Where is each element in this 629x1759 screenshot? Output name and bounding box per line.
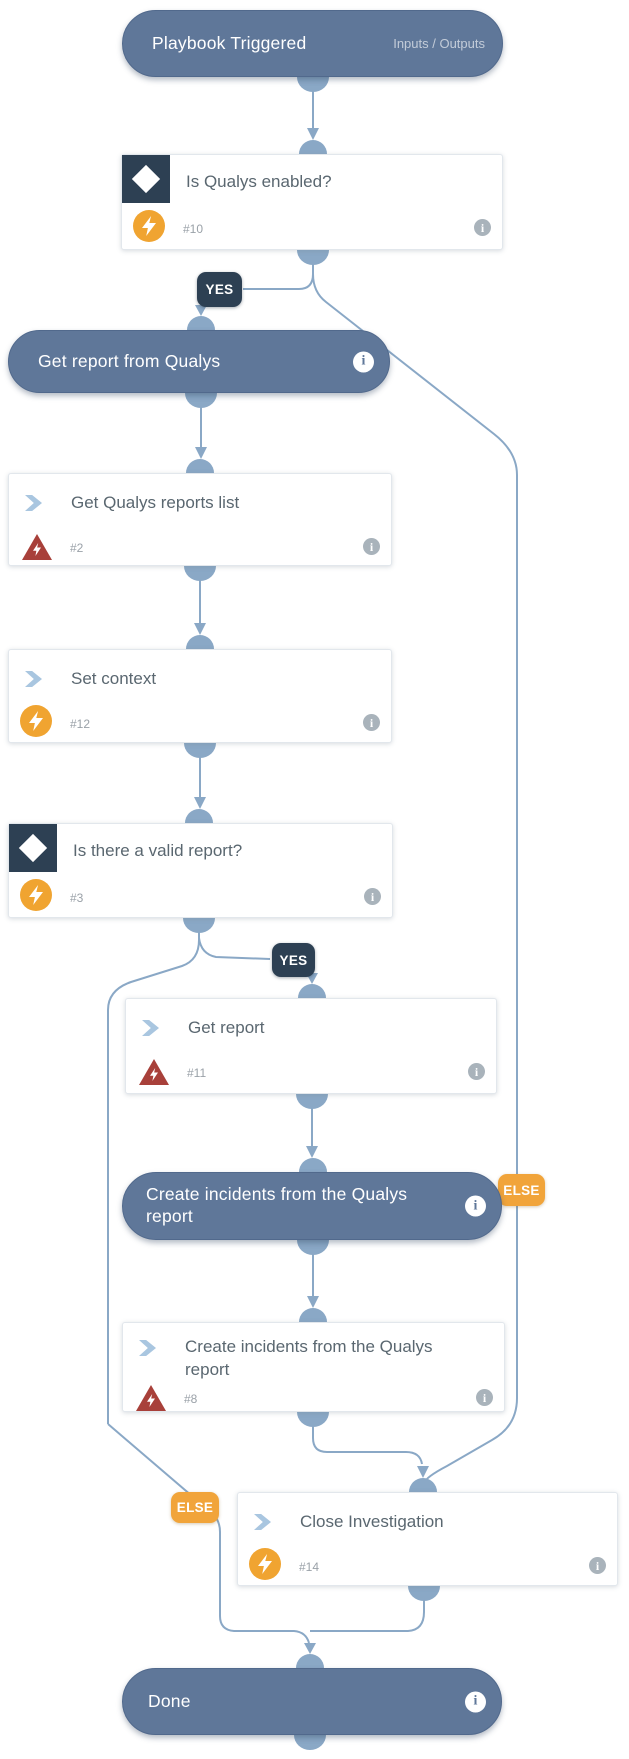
node-title: Set context (71, 669, 157, 688)
diamond-icon (122, 155, 170, 203)
task-id: #3 (70, 891, 84, 905)
chevron-right-icon (254, 1514, 271, 1530)
node-title: Create incidents from the Qualys report (185, 1337, 433, 1380)
node-title: Done (148, 1690, 191, 1711)
info-icon[interactable]: i (589, 1557, 606, 1574)
info-icon[interactable]: i (353, 351, 374, 372)
edge-label-else-no-valid-report: ELSE (171, 1492, 219, 1523)
info-icon[interactable]: i (476, 1389, 493, 1406)
node-done[interactable]: Done i (122, 1668, 502, 1735)
node-get-qualys-reports-list[interactable]: Get Qualys reports list #2 i (8, 473, 392, 566)
chevron-right-icon (139, 1340, 156, 1356)
node-create-incidents-playbook[interactable]: Create incidents from the Qualys report … (122, 1172, 502, 1240)
node-get-report-from-qualys[interactable]: Get report from Qualys i (8, 330, 390, 393)
info-icon[interactable]: i (363, 714, 380, 731)
node-title: Is Qualys enabled? (186, 172, 332, 191)
task-id: #12 (70, 717, 91, 731)
task-id: #8 (184, 1392, 198, 1406)
task-id: #14 (299, 1560, 320, 1574)
node-set-context[interactable]: Set context #12 i (8, 649, 392, 743)
node-title: Get report from Qualys (38, 350, 221, 371)
node-title: Get report (188, 1018, 265, 1037)
node-is-qualys-enabled[interactable]: Is Qualys enabled? #10 i (121, 154, 503, 250)
edge-label-else-qualys-disabled: ELSE (498, 1174, 545, 1206)
node-title: Playbook Triggered (152, 32, 307, 53)
info-icon[interactable]: i (474, 219, 491, 236)
lightning-circle-icon (249, 1548, 281, 1580)
node-is-there-a-valid-report[interactable]: Is there a valid report? #3 i (8, 823, 393, 918)
task-id: #11 (187, 1066, 207, 1080)
node-get-report[interactable]: Get report #11 i (125, 998, 497, 1094)
chevron-right-icon (25, 671, 42, 687)
inputs-outputs-link[interactable]: Inputs / Outputs (393, 36, 485, 51)
lightning-triangle-icon (22, 534, 52, 560)
lightning-triangle-icon (136, 1385, 166, 1411)
lightning-circle-icon (20, 705, 52, 737)
info-icon[interactable]: i (363, 538, 380, 555)
node-create-incidents-task[interactable]: Create incidents from the Qualys report … (122, 1322, 505, 1412)
node-title: Is there a valid report? (73, 841, 243, 860)
node-close-investigation[interactable]: Close Investigation #14 i (237, 1492, 618, 1586)
lightning-circle-icon (133, 210, 165, 242)
info-icon[interactable]: i (465, 1195, 486, 1217)
node-title: Close Investigation (300, 1512, 444, 1531)
info-icon[interactable]: i (364, 888, 381, 905)
lightning-triangle-icon (139, 1059, 169, 1085)
chevron-right-icon (25, 495, 42, 511)
info-icon[interactable]: i (468, 1063, 485, 1080)
lightning-circle-icon (20, 879, 52, 911)
task-id: #2 (70, 541, 84, 555)
info-icon[interactable]: i (465, 1691, 486, 1712)
edge-label-yes-valid-report: YES (272, 943, 315, 977)
edge-label-yes-qualys-enabled: YES (197, 272, 242, 307)
node-playbook-triggered[interactable]: Playbook Triggered Inputs / Outputs (122, 10, 503, 77)
task-id: #10 (183, 222, 204, 236)
diamond-icon (9, 824, 57, 872)
node-title: Create incidents from the Qualys report (146, 1184, 408, 1226)
chevron-right-icon (142, 1020, 159, 1036)
node-title: Get Qualys reports list (71, 493, 240, 512)
